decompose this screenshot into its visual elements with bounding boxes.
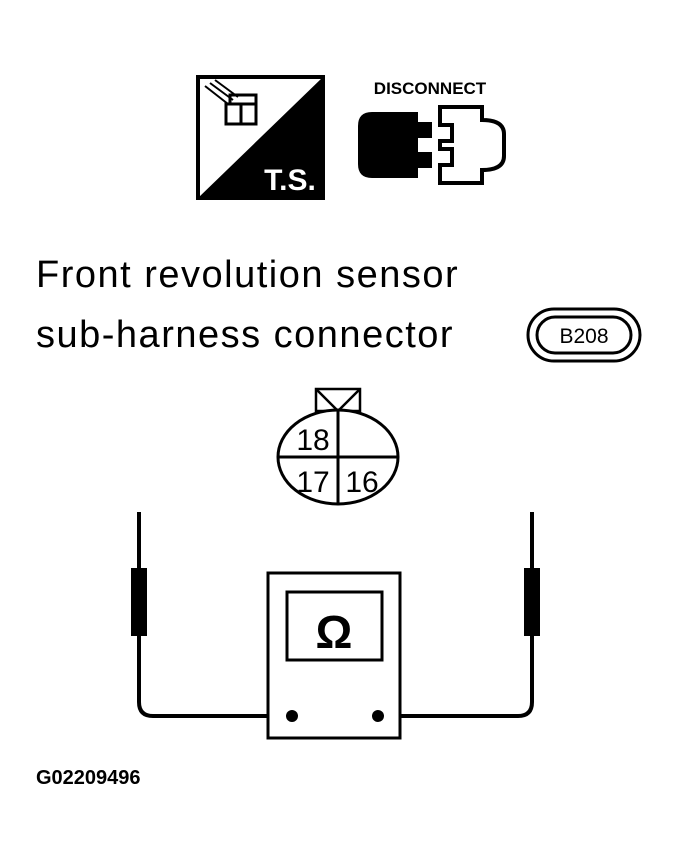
pin-17: 17 [296,466,329,499]
pin-18: 18 [296,424,329,457]
meter-terminal-left [286,710,298,722]
ohmmeter-icon: Ω [266,571,402,740]
figure-code: G02209496 [36,767,141,789]
title-line-2: sub-harness connector [36,314,455,356]
test-symbol-icon: T.S. [196,75,325,200]
ts-label: T.S. [264,164,316,197]
meter-terminal-right [372,710,384,722]
title-line-1: Front revolution sensor [36,254,460,296]
right-probe [378,512,540,718]
disconnect-connector-icon: DISCONNECT [358,79,506,185]
connector-code-badge: B208 [526,307,642,363]
ohm-symbol: Ω [316,606,353,658]
disconnect-label: DISCONNECT [374,79,487,98]
connector-pins-icon [204,79,258,126]
pin-16: 16 [345,466,378,499]
connector-face: 18 17 16 [276,387,400,506]
connector-code: B208 [559,325,608,348]
left-probe [131,512,292,718]
